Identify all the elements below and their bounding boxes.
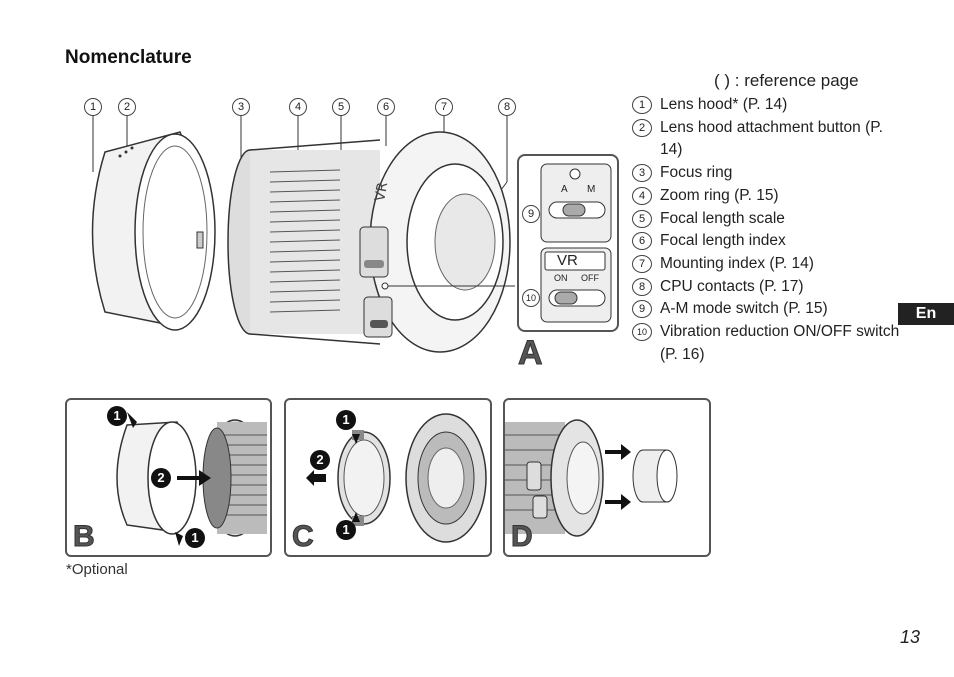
legend-number: 5	[632, 209, 652, 228]
svg-text:VR: VR	[372, 181, 391, 203]
legend-item: 10 Vibration reduction ON/OFF switch (P. …	[632, 321, 902, 366]
callout-8: 8	[498, 98, 516, 116]
legend-text: Lens hood* (P. 14)	[660, 96, 788, 113]
legend-number: 3	[632, 164, 652, 183]
switch-on-label: ON	[554, 273, 568, 283]
legend-text: Focal length index	[660, 232, 786, 250]
legend-number: 4	[632, 186, 652, 205]
legend-number: 10	[632, 323, 652, 342]
panel-b-drawing	[116, 412, 267, 546]
step-1-badge: 1	[107, 406, 127, 426]
legend-text: CPU contacts (P. 17)	[660, 277, 804, 295]
legend-number: 9	[632, 300, 652, 319]
legend-text: Focus ring	[660, 164, 733, 182]
figure-label-b: B	[73, 520, 96, 554]
legend-text: Mounting index (P. 14)	[660, 254, 814, 272]
footnote: *Optional	[66, 561, 128, 578]
panel-b: 1 2 1 B	[65, 398, 272, 557]
figure-label-a: A	[518, 334, 544, 373]
legend-text: Vibration reduction ON/OFF switch (P. 16…	[660, 323, 900, 363]
legend-item: 4 Zoom ring (P. 15)	[632, 185, 902, 208]
step-1-badge: 1	[185, 528, 205, 548]
switch-inset-drawing	[540, 163, 612, 323]
callout-10: 10	[522, 289, 540, 307]
legend-text: A-M mode switch (P. 15)	[660, 300, 828, 318]
step-1-badge: 1	[336, 520, 356, 540]
callout-3: 3	[232, 98, 250, 116]
legend-item: 5 Focal length scale	[632, 208, 902, 231]
legend-item: 8 CPU contacts (P. 17)	[632, 276, 902, 299]
switch-a-label: A	[561, 184, 568, 195]
lens-illustration: VR	[91, 116, 515, 353]
panel-c-drawing	[306, 413, 487, 543]
legend-item: 7 Mounting index (P. 14)	[632, 253, 902, 276]
component-legend: 1 Lens hood* (P. 14) 2 Lens hood attachmen…	[632, 94, 902, 366]
legend-number: 2	[632, 118, 652, 137]
step-1-badge: 1	[336, 410, 356, 430]
legend-number: 8	[632, 277, 652, 296]
legend-number: 1	[632, 96, 652, 114]
reference-note: ( ) : reference page	[714, 71, 859, 90]
switch-m-label: M	[587, 184, 596, 195]
legend-text: Zoom ring (P. 15)	[660, 186, 779, 204]
legend-text: Focal length scale	[660, 209, 785, 227]
step-2-badge: 2	[310, 450, 330, 470]
callout-6: 6	[377, 98, 395, 116]
callout-5: 5	[332, 98, 350, 116]
callout-4: 4	[289, 98, 307, 116]
legend-number: 6	[632, 232, 652, 251]
panel-d: D	[503, 398, 711, 557]
panel-c: 1 2 1 C	[284, 398, 492, 557]
legend-item: 9 A-M mode switch (P. 15)	[632, 298, 902, 321]
lens-hood-drawing	[91, 131, 216, 331]
legend-text: Lens hood attachment button (P. 14)	[660, 118, 883, 159]
legend-number: 7	[632, 254, 652, 273]
lens-body-drawing: VR	[227, 131, 515, 353]
vr-label: VR	[557, 252, 578, 269]
callout-1: 1	[84, 98, 102, 116]
switch-off-label: OFF	[581, 273, 599, 283]
legend-item: 3 Focus ring	[632, 162, 902, 185]
legend-item: 2 Lens hood attachment button (P. 14)	[632, 117, 902, 162]
callout-7: 7	[435, 98, 453, 116]
page-number: 13	[900, 627, 921, 647]
legend-item: 6 Focal length index	[632, 230, 902, 253]
page-title: Nomenclature	[65, 47, 192, 68]
figure-label-d: D	[511, 520, 534, 554]
callout-9: 9	[522, 205, 540, 223]
step-2-badge: 2	[151, 468, 171, 488]
switch-inset: A M VR ON OFF 9 10	[517, 154, 619, 332]
language-tab: En	[898, 303, 954, 325]
figure-label-c: C	[292, 520, 315, 554]
panel-d-drawing	[505, 419, 678, 537]
legend-item: 1 Lens hood* (P. 14)	[632, 94, 902, 117]
callout-2: 2	[118, 98, 136, 116]
